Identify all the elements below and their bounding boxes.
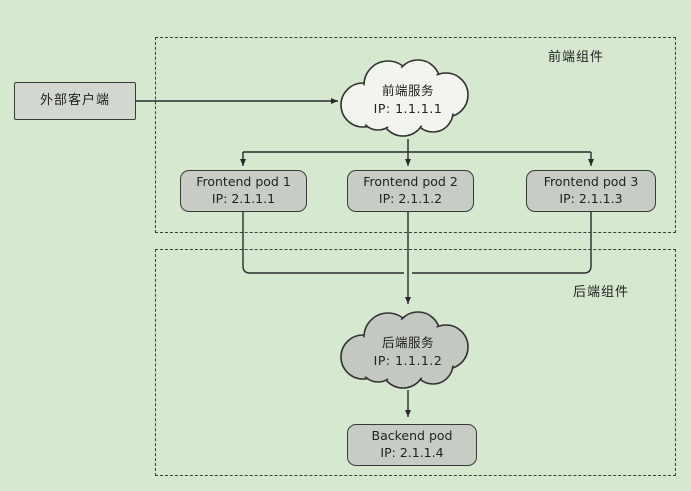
backend-service-ip: IP: 1.1.1.2 [373, 353, 443, 369]
frontend-pod-2-ip: IP: 2.1.1.2 [378, 191, 443, 206]
frontend-pod-2-name: Frontend pod 2 [363, 174, 458, 190]
backend-pod: Backend pod IP: 2.1.1.4 [347, 424, 477, 466]
external-client-box: 外部客户端 [14, 82, 136, 120]
frontend-service-name: 前端服务 [381, 83, 434, 98]
frontend-pod-3-ip: IP: 2.1.1.3 [559, 191, 623, 206]
merge-line-pod1-to-backend [242, 212, 404, 274]
frontend-pod-3-name: Frontend pod 3 [543, 174, 639, 190]
backend-service-name: 后端服务 [381, 335, 434, 350]
frontend-pod-3: Frontend pod 3 IP: 2.1.1.3 [526, 170, 656, 212]
backend-pod-name: Backend pod [371, 428, 453, 444]
frontend-pod-1-name: Frontend pod 1 [196, 174, 291, 190]
frontend-service-label: 前端服务 IP: 1.1.1.1 [338, 82, 478, 118]
frontend-group-label: 前端组件 [547, 50, 604, 65]
frontend-group-container: 前端组件 [155, 37, 676, 233]
frontend-service-ip: IP: 1.1.1.1 [373, 101, 443, 117]
merge-line-pod3-to-backend [412, 212, 592, 274]
backend-group-label: 后端组件 [572, 285, 629, 300]
frontend-pod-1-ip: IP: 2.1.1.1 [211, 191, 276, 206]
backend-service-label: 后端服务 IP: 1.1.1.2 [338, 334, 478, 370]
frontend-pod-2: Frontend pod 2 IP: 2.1.1.2 [347, 170, 474, 212]
backend-group-container: 后端组件 [155, 249, 676, 476]
frontend-pod-1: Frontend pod 1 IP: 2.1.1.1 [180, 170, 307, 212]
external-client-label: 外部客户端 [39, 93, 110, 109]
backend-pod-ip: IP: 2.1.1.4 [380, 445, 444, 460]
